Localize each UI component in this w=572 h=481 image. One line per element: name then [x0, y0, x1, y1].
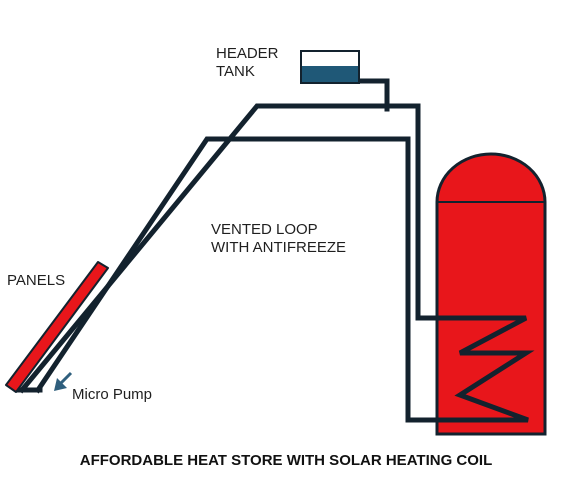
tank-body	[435, 152, 547, 436]
diagram-caption: AFFORDABLE HEAT STORE WITH SOLAR HEATING…	[79, 452, 493, 469]
header-tank-water	[301, 66, 359, 83]
header-tank-feed-pipe	[355, 78, 390, 112]
panels-label: PANELS	[7, 272, 66, 289]
vented-loop-label-line2: WITH ANTIFREEZE	[211, 239, 346, 256]
header-tank-label: HEADER TANK	[216, 45, 279, 81]
header-tank-label-line2: TANK	[216, 63, 255, 80]
vented-loop-label: VENTED LOOP WITH ANTIFREEZE	[211, 221, 346, 257]
heat-store-tank	[435, 152, 547, 436]
header-tank-outline	[300, 50, 360, 84]
header-tank-label-line1: HEADER	[216, 45, 279, 62]
header-tank	[300, 50, 360, 84]
solar-panel	[5, 261, 109, 393]
solar-heating-coil	[434, 315, 535, 423]
vented-loop-label-line1: VENTED LOOP	[211, 221, 318, 238]
return-pipe-inner	[34, 136, 440, 423]
arrow-down-left-icon	[54, 371, 73, 391]
vent-pipe-outer	[18, 103, 440, 394]
micro-pump-label: Micro Pump	[72, 386, 153, 403]
